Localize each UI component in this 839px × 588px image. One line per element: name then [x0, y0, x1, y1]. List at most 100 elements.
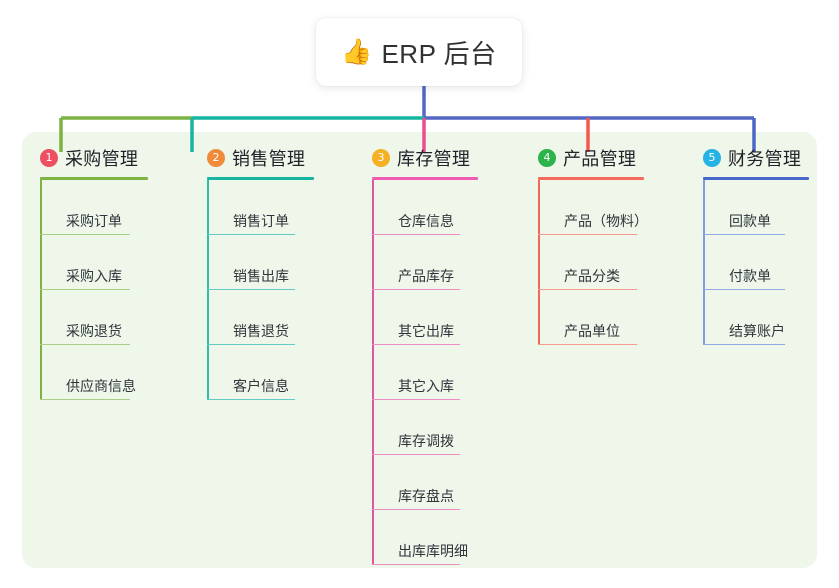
branch-items-5: 回款单付款单结算账户: [703, 180, 809, 345]
leaf-item[interactable]: 其它出库: [372, 290, 478, 345]
leaf-item[interactable]: 产品单位: [538, 290, 648, 345]
branch-header-5[interactable]: 5 财务管理: [703, 145, 809, 171]
leaf-item-label: 采购订单: [66, 213, 122, 229]
branch-badge-5: 5: [703, 149, 721, 167]
branch-underline-3: [372, 177, 478, 180]
leaf-item-label: 库存盘点: [398, 488, 454, 504]
leaf-item[interactable]: 销售退货: [207, 290, 314, 345]
root-node-title: ERP 后台: [381, 38, 497, 69]
leaf-item-label: 产品分类: [564, 268, 620, 284]
leaf-item-label: 仓库信息: [398, 213, 454, 229]
leaf-item[interactable]: 销售出库: [207, 235, 314, 290]
leaf-item-label: 销售订单: [233, 213, 289, 229]
leaf-item[interactable]: 付款单: [703, 235, 809, 290]
branch-title-4: 产品管理: [563, 149, 637, 169]
leaf-item-label: 付款单: [729, 268, 771, 284]
leaf-item[interactable]: 库存调拨: [372, 400, 478, 455]
branch-column-4: 4 产品管理产品（物料） 产品分类产品单位: [538, 145, 648, 345]
leaf-item-label: 客户信息: [233, 378, 289, 394]
leaf-item-underline: [40, 233, 130, 235]
thumbs-up-icon: 👍: [341, 37, 373, 66]
leaf-item[interactable]: 客户信息: [207, 345, 314, 400]
leaf-item-underline: [40, 343, 130, 345]
branch-title-1: 采购管理: [65, 149, 139, 169]
leaf-item-label: 销售出库: [233, 268, 289, 284]
branch-title-3: 库存管理: [397, 149, 471, 169]
branch-items-1: 采购订单采购入库采购退货供应商信息: [40, 180, 148, 400]
branch-header-1[interactable]: 1 采购管理: [40, 145, 148, 171]
branch-column-1: 1 采购管理采购订单采购入库采购退货供应商信息: [40, 145, 148, 400]
branch-items-2: 销售订单销售出库销售退货客户信息: [207, 180, 314, 400]
leaf-item[interactable]: 产品（物料）: [538, 180, 648, 235]
leaf-item[interactable]: 产品库存: [372, 235, 478, 290]
leaf-item-label: 回款单: [729, 213, 771, 229]
leaf-item[interactable]: 回款单: [703, 180, 809, 235]
leaf-item-underline: [372, 508, 460, 510]
branch-title-2: 销售管理: [232, 149, 306, 169]
leaf-item[interactable]: 仓库信息: [372, 180, 478, 235]
leaf-item-underline: [372, 563, 460, 565]
leaf-item-label: 销售退货: [233, 323, 289, 339]
branch-badge-4: 4: [538, 149, 556, 167]
leaf-item-underline: [40, 398, 130, 400]
branch-header-3[interactable]: 3 库存管理: [372, 145, 478, 171]
leaf-item[interactable]: 供应商信息: [40, 345, 148, 400]
branch-badge-3: 3: [372, 149, 390, 167]
leaf-item-underline: [538, 288, 637, 290]
leaf-item-underline: [703, 233, 785, 235]
leaf-item[interactable]: 库存盘点: [372, 455, 478, 510]
leaf-item-label: 产品库存: [398, 268, 454, 284]
leaf-item[interactable]: 销售订单: [207, 180, 314, 235]
leaf-item-underline: [207, 343, 295, 345]
leaf-item[interactable]: 产品分类: [538, 235, 648, 290]
leaf-item[interactable]: 结算账户: [703, 290, 809, 345]
leaf-item[interactable]: 出库库明细: [372, 510, 478, 565]
branch-badge-1: 1: [40, 149, 58, 167]
branch-spine-3: [372, 180, 374, 565]
leaf-item-label: 其它入库: [398, 378, 454, 394]
leaf-item-underline: [207, 233, 295, 235]
branch-underline-2: [207, 177, 314, 180]
leaf-item-label: 产品（物料）: [564, 213, 648, 229]
leaf-item-label: 采购退货: [66, 323, 122, 339]
branch-spine-2: [207, 180, 209, 400]
branch-title-5: 财务管理: [728, 149, 802, 169]
branches-panel: [22, 132, 817, 568]
branch-header-2[interactable]: 2 销售管理: [207, 145, 314, 171]
branch-spine-5: [703, 180, 705, 345]
branch-spine-4: [538, 180, 540, 345]
branch-header-4[interactable]: 4 产品管理: [538, 145, 648, 171]
branch-underline-5: [703, 177, 809, 180]
branch-items-4: 产品（物料） 产品分类产品单位: [538, 180, 648, 345]
leaf-item-label: 出库库明细: [398, 543, 468, 559]
leaf-item-underline: [372, 288, 460, 290]
branch-spine-1: [40, 180, 42, 400]
leaf-item-underline: [372, 343, 460, 345]
leaf-item-underline: [207, 288, 295, 290]
branch-column-5: 5 财务管理回款单付款单结算账户: [703, 145, 809, 345]
branch-items-3: 仓库信息产品库存其它出库其它入库库存调拨库存盘点出库库明细: [372, 180, 478, 565]
leaf-item-underline: [703, 343, 785, 345]
leaf-item-label: 其它出库: [398, 323, 454, 339]
leaf-item-label: 供应商信息: [66, 378, 136, 394]
branch-underline-4: [538, 177, 644, 180]
leaf-item[interactable]: 采购入库: [40, 235, 148, 290]
leaf-item[interactable]: 采购退货: [40, 290, 148, 345]
leaf-item-underline: [372, 453, 460, 455]
leaf-item-label: 产品单位: [564, 323, 620, 339]
leaf-item-underline: [538, 233, 637, 235]
root-node-card[interactable]: 👍 ERP 后台: [316, 18, 522, 86]
branch-column-3: 3 库存管理仓库信息产品库存其它出库其它入库库存调拨库存盘点出库库明细: [372, 145, 478, 565]
branch-column-2: 2 销售管理销售订单销售出库销售退货客户信息: [207, 145, 314, 400]
leaf-item-underline: [372, 233, 460, 235]
branch-badge-2: 2: [207, 149, 225, 167]
leaf-item-label: 库存调拨: [398, 433, 454, 449]
leaf-item-underline: [207, 398, 295, 400]
leaf-item[interactable]: 其它入库: [372, 345, 478, 400]
leaf-item-underline: [372, 398, 460, 400]
leaf-item[interactable]: 采购订单: [40, 180, 148, 235]
root-node-content: 👍 ERP 后台: [341, 34, 496, 71]
leaf-item-label: 结算账户: [729, 323, 785, 339]
